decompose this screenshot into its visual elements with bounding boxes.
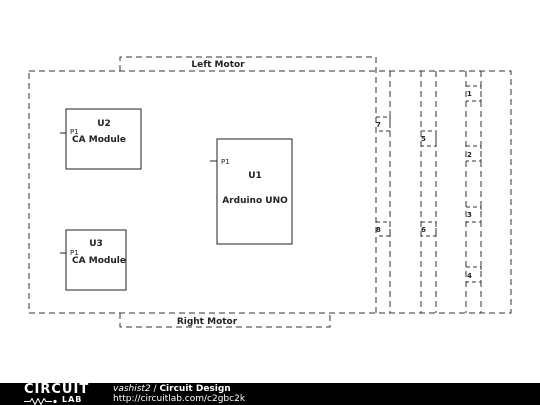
u2-ref-label: U2 [97, 119, 111, 129]
u1-arduino-box[interactable] [216, 138, 293, 245]
design-url[interactable]: http://circuitlab.com/c2gbc2k [113, 394, 246, 404]
right-motor-label: Right Motor [177, 317, 238, 327]
u3-pin-label: P1 [70, 249, 79, 257]
u1-ref-label: U1 [248, 171, 262, 181]
pin-box-4 [466, 266, 482, 283]
circuitlab-logo[interactable]: CIRCUIT LAB [0, 383, 100, 405]
left-motor-label: Left Motor [191, 60, 245, 70]
credit-separator: / [150, 384, 160, 394]
pin-box-2 [466, 145, 482, 162]
pin-number-2: 2 [467, 151, 472, 159]
pin-box-7 [376, 116, 391, 132]
u3-ref-label: U3 [89, 239, 103, 249]
pin-number-3: 3 [467, 211, 472, 219]
u3-module-box[interactable] [65, 229, 127, 291]
logo-text-top: CIRCUIT [24, 382, 90, 397]
pin-box-5 [421, 130, 437, 147]
main-dashed-region [28, 70, 512, 314]
design-title[interactable]: Circuit Design [159, 384, 231, 394]
pin-number-4: 4 [467, 272, 472, 280]
pin-box-6 [421, 221, 437, 237]
pin-number-5: 5 [421, 135, 426, 143]
u1-value-label: Arduino UNO [222, 196, 288, 206]
design-credit: vashist2 / Circuit Design [113, 384, 231, 394]
u1-pin-label: P1 [221, 158, 230, 166]
author-link[interactable]: vashist2 [113, 384, 151, 394]
left-motor-outline [119, 56, 377, 313]
dashed-outlines [28, 56, 512, 328]
u2-module-box[interactable] [65, 108, 142, 170]
pin-number-8: 8 [376, 226, 381, 234]
footer-bar: CIRCUIT LAB vashist2 / Circuit Design ht… [0, 383, 540, 405]
logo-text-bottom: LAB [62, 395, 83, 404]
pin-box-8 [376, 221, 391, 237]
pin-box-3 [466, 206, 482, 223]
waveform-icon [24, 398, 57, 405]
u3-value-label: CA Module [72, 256, 126, 266]
u2-value-label: CA Module [72, 135, 126, 145]
pin-number-6: 6 [421, 226, 426, 234]
schematic-canvas: Left Motor Right Motor U2 CA Module P1 U… [28, 56, 512, 328]
pin-number-7: 7 [376, 121, 381, 129]
pin-box-1 [466, 85, 482, 102]
connector-pins [376, 85, 482, 283]
u2-pin-label: P1 [70, 128, 79, 136]
pin-number-1: 1 [467, 90, 472, 98]
right-motor-outline [119, 313, 331, 328]
